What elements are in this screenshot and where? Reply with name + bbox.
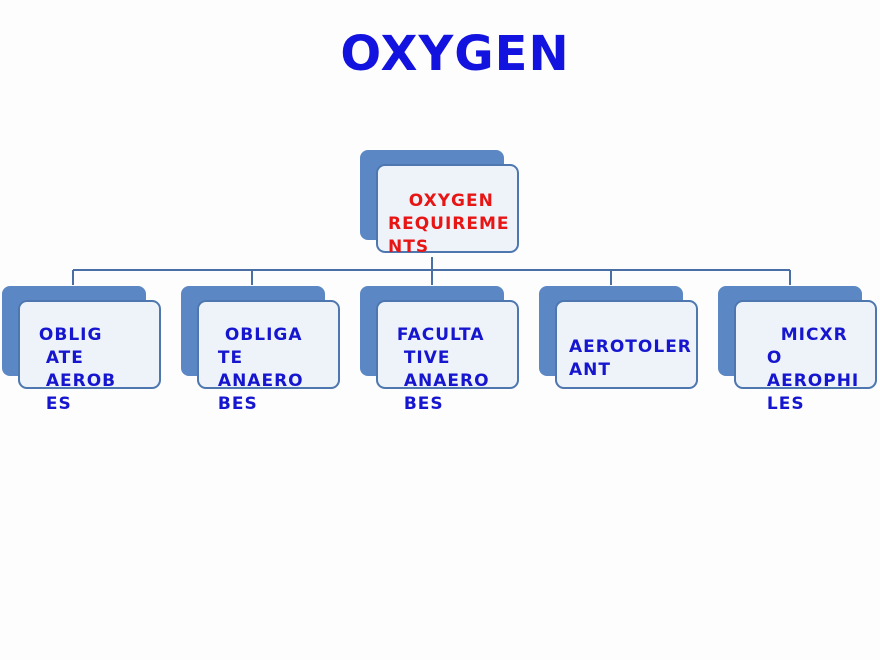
slide-title: OXYGEN: [340, 26, 570, 82]
node-front-panel: [376, 164, 519, 253]
node-front-panel: [555, 300, 698, 389]
node-front-panel: [197, 300, 340, 389]
child-node-label: FACULTA TIVE ANAERO BES: [396, 325, 490, 414]
child-node-label: AEROTOLER ANT: [569, 337, 692, 380]
child-node-label: OBLIG ATE AEROB ES: [38, 325, 117, 414]
node-front-panel: [376, 300, 519, 389]
node-front-panel: [734, 300, 877, 389]
child-node-label: OBLIGA TE ANAERO BES: [217, 325, 304, 414]
node-front-panel: [18, 300, 161, 389]
child-node-label: MICXR O AEROPHI LES: [766, 325, 860, 414]
root-node-label: OXYGEN REQUIREME NTS: [388, 191, 510, 257]
